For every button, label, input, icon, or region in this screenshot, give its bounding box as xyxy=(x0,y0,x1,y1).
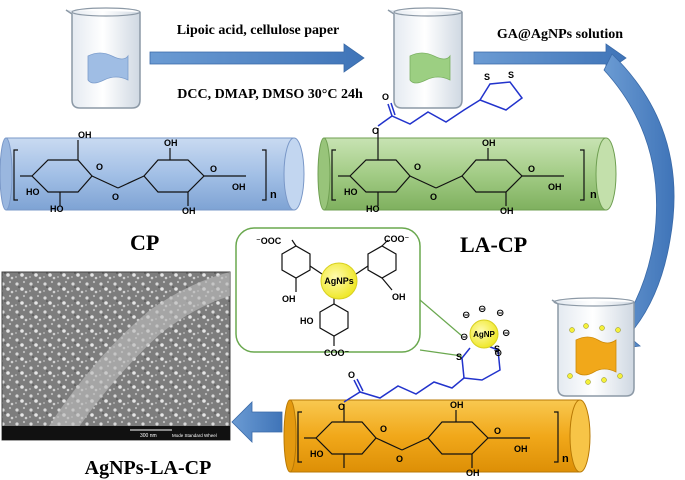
agla-oh-2: OH xyxy=(466,468,480,478)
solution-label: GA@AgNPs solution xyxy=(497,27,623,42)
cp-oh-3: OH xyxy=(182,206,196,216)
minus-4: ⊖ xyxy=(502,328,510,339)
reagents-label: Lipoic acid, cellulose paper xyxy=(177,23,340,38)
ga-oh-left: OH xyxy=(282,294,296,304)
la-cp-n: n xyxy=(590,189,597,201)
minus-3: ⊖ xyxy=(496,308,504,319)
cp-o-bridge: O xyxy=(112,192,119,202)
cp-oh-2: OH xyxy=(164,138,178,148)
minus-6: ⊖ xyxy=(494,348,502,359)
reaction-arrow-2 xyxy=(473,43,627,73)
cp-n: n xyxy=(270,189,277,201)
cp-oh-1: OH xyxy=(78,130,92,140)
beaker-la-paper xyxy=(387,7,463,109)
lipoic-linker-green xyxy=(377,81,524,127)
coo-left: ⁻OOC xyxy=(256,236,282,246)
la-oh-1: OH xyxy=(482,138,496,148)
cp-o-ring-2: O xyxy=(210,164,217,174)
agla-oh-1: OH xyxy=(450,400,464,410)
la-s-2: S xyxy=(508,70,514,80)
agla-o-ring-2: O xyxy=(494,426,501,436)
la-o-ring: O xyxy=(414,162,421,172)
coo-right: COO⁻ xyxy=(384,234,410,244)
agla-s-1: S xyxy=(456,352,462,362)
agnps-la-cp-label: AgNPs-LA-CP xyxy=(85,457,212,479)
reaction-arrow-1 xyxy=(149,43,365,73)
minus-2: ⊖ xyxy=(478,304,486,315)
cp-cylinder xyxy=(0,137,305,211)
la-cp-cellulose-structure xyxy=(331,128,585,206)
la-oh-2: OH xyxy=(500,206,514,216)
la-cp-cylinder xyxy=(317,137,617,211)
agnps-core-inset xyxy=(320,262,358,300)
agnps-la-cp-cylinder xyxy=(283,399,591,473)
arrow-to-sem xyxy=(231,401,283,443)
agla-n: n xyxy=(562,453,569,465)
beaker-paper xyxy=(65,7,141,109)
agla-ho-1: HO xyxy=(310,449,324,459)
cp-ho-1: HO xyxy=(26,187,40,197)
minus-5: ⊖ xyxy=(460,332,468,343)
la-o-bridge: O xyxy=(430,192,437,202)
agla-o-bridge: O xyxy=(396,454,403,464)
la-o-ring-2: O xyxy=(528,164,535,174)
cp-ho-2: HO xyxy=(50,204,64,214)
cp-oh-4: OH xyxy=(232,182,246,192)
agla-s-2: S xyxy=(494,344,500,354)
cp-cellulose-structure xyxy=(13,140,267,206)
la-oh-3: OH xyxy=(548,182,562,192)
cp-o-ring: O xyxy=(96,162,103,172)
agnp-surface-label: AgNP xyxy=(473,330,495,339)
coo-bottom: COO⁻ xyxy=(324,348,350,358)
agnp-surface xyxy=(469,319,499,349)
agnps-la-cp-cellulose-structure xyxy=(297,404,559,468)
la-o-ester: O xyxy=(372,126,379,136)
minus-1: ⊖ xyxy=(462,310,470,321)
agla-o-ring: O xyxy=(380,424,387,434)
agla-o-ester: O xyxy=(338,402,345,412)
agla-oh-3: OH xyxy=(514,444,528,454)
la-ho-2: HO xyxy=(366,204,380,214)
beaker-agnps xyxy=(551,297,635,397)
agla-o-carbonyl: O xyxy=(348,370,355,380)
ga-oh-right: OH xyxy=(392,292,406,302)
conditions-label: DCC, DMAP, DMSO 30°C 24h xyxy=(177,87,363,102)
agnps-inset-label: AgNPs xyxy=(324,276,354,286)
la-ho-1: HO xyxy=(344,187,358,197)
la-s-1: S xyxy=(484,72,490,82)
lipoic-linker-orange xyxy=(343,345,501,403)
sem-scale-bar: 300 nm xyxy=(140,433,157,439)
sem-image: 300 nm Mode Standard Wheel xyxy=(1,271,231,441)
sem-info: Mode Standard Wheel xyxy=(172,433,217,438)
la-cp-label: LA-CP xyxy=(460,232,527,257)
la-o-carbonyl: O xyxy=(382,92,389,102)
cp-label: CP xyxy=(130,230,159,255)
ga-ho-bottom: HO xyxy=(300,316,314,326)
